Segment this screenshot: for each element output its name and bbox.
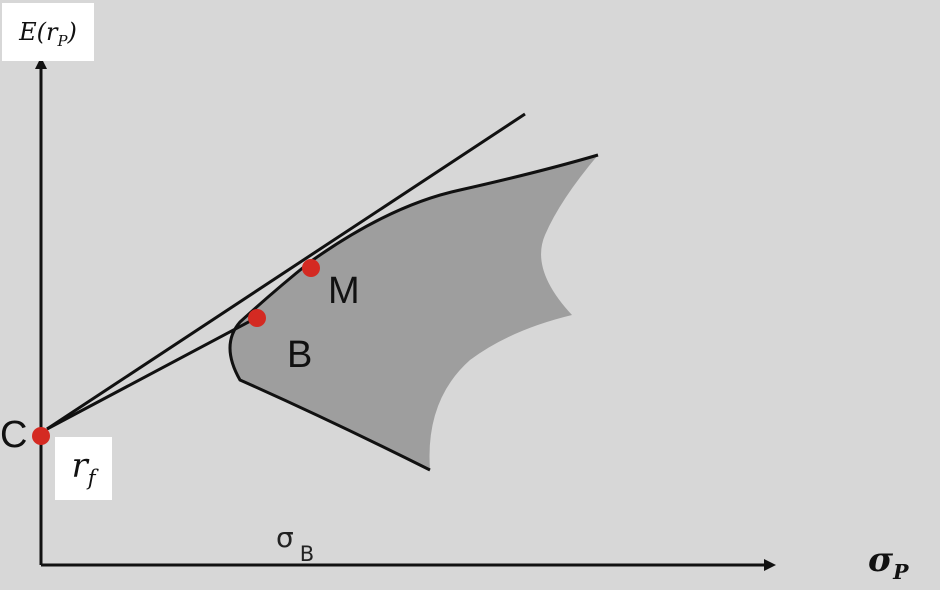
efficient-frontier-curve [228, 153, 599, 472]
feasible-region [230, 155, 598, 470]
point-b [248, 309, 266, 327]
point-m-label: M [328, 270, 360, 312]
point-c [32, 427, 50, 445]
point-b-label: B [287, 334, 313, 376]
cal-through-b [46, 315, 259, 431]
y-axis-label: E(rP) [2, 3, 94, 61]
cal-through-m [46, 112, 526, 431]
point-c-label: C [0, 414, 28, 456]
risk-free-rate-label: rf [55, 437, 112, 500]
point-m [302, 259, 320, 277]
x-axis-label: σP [868, 540, 909, 584]
